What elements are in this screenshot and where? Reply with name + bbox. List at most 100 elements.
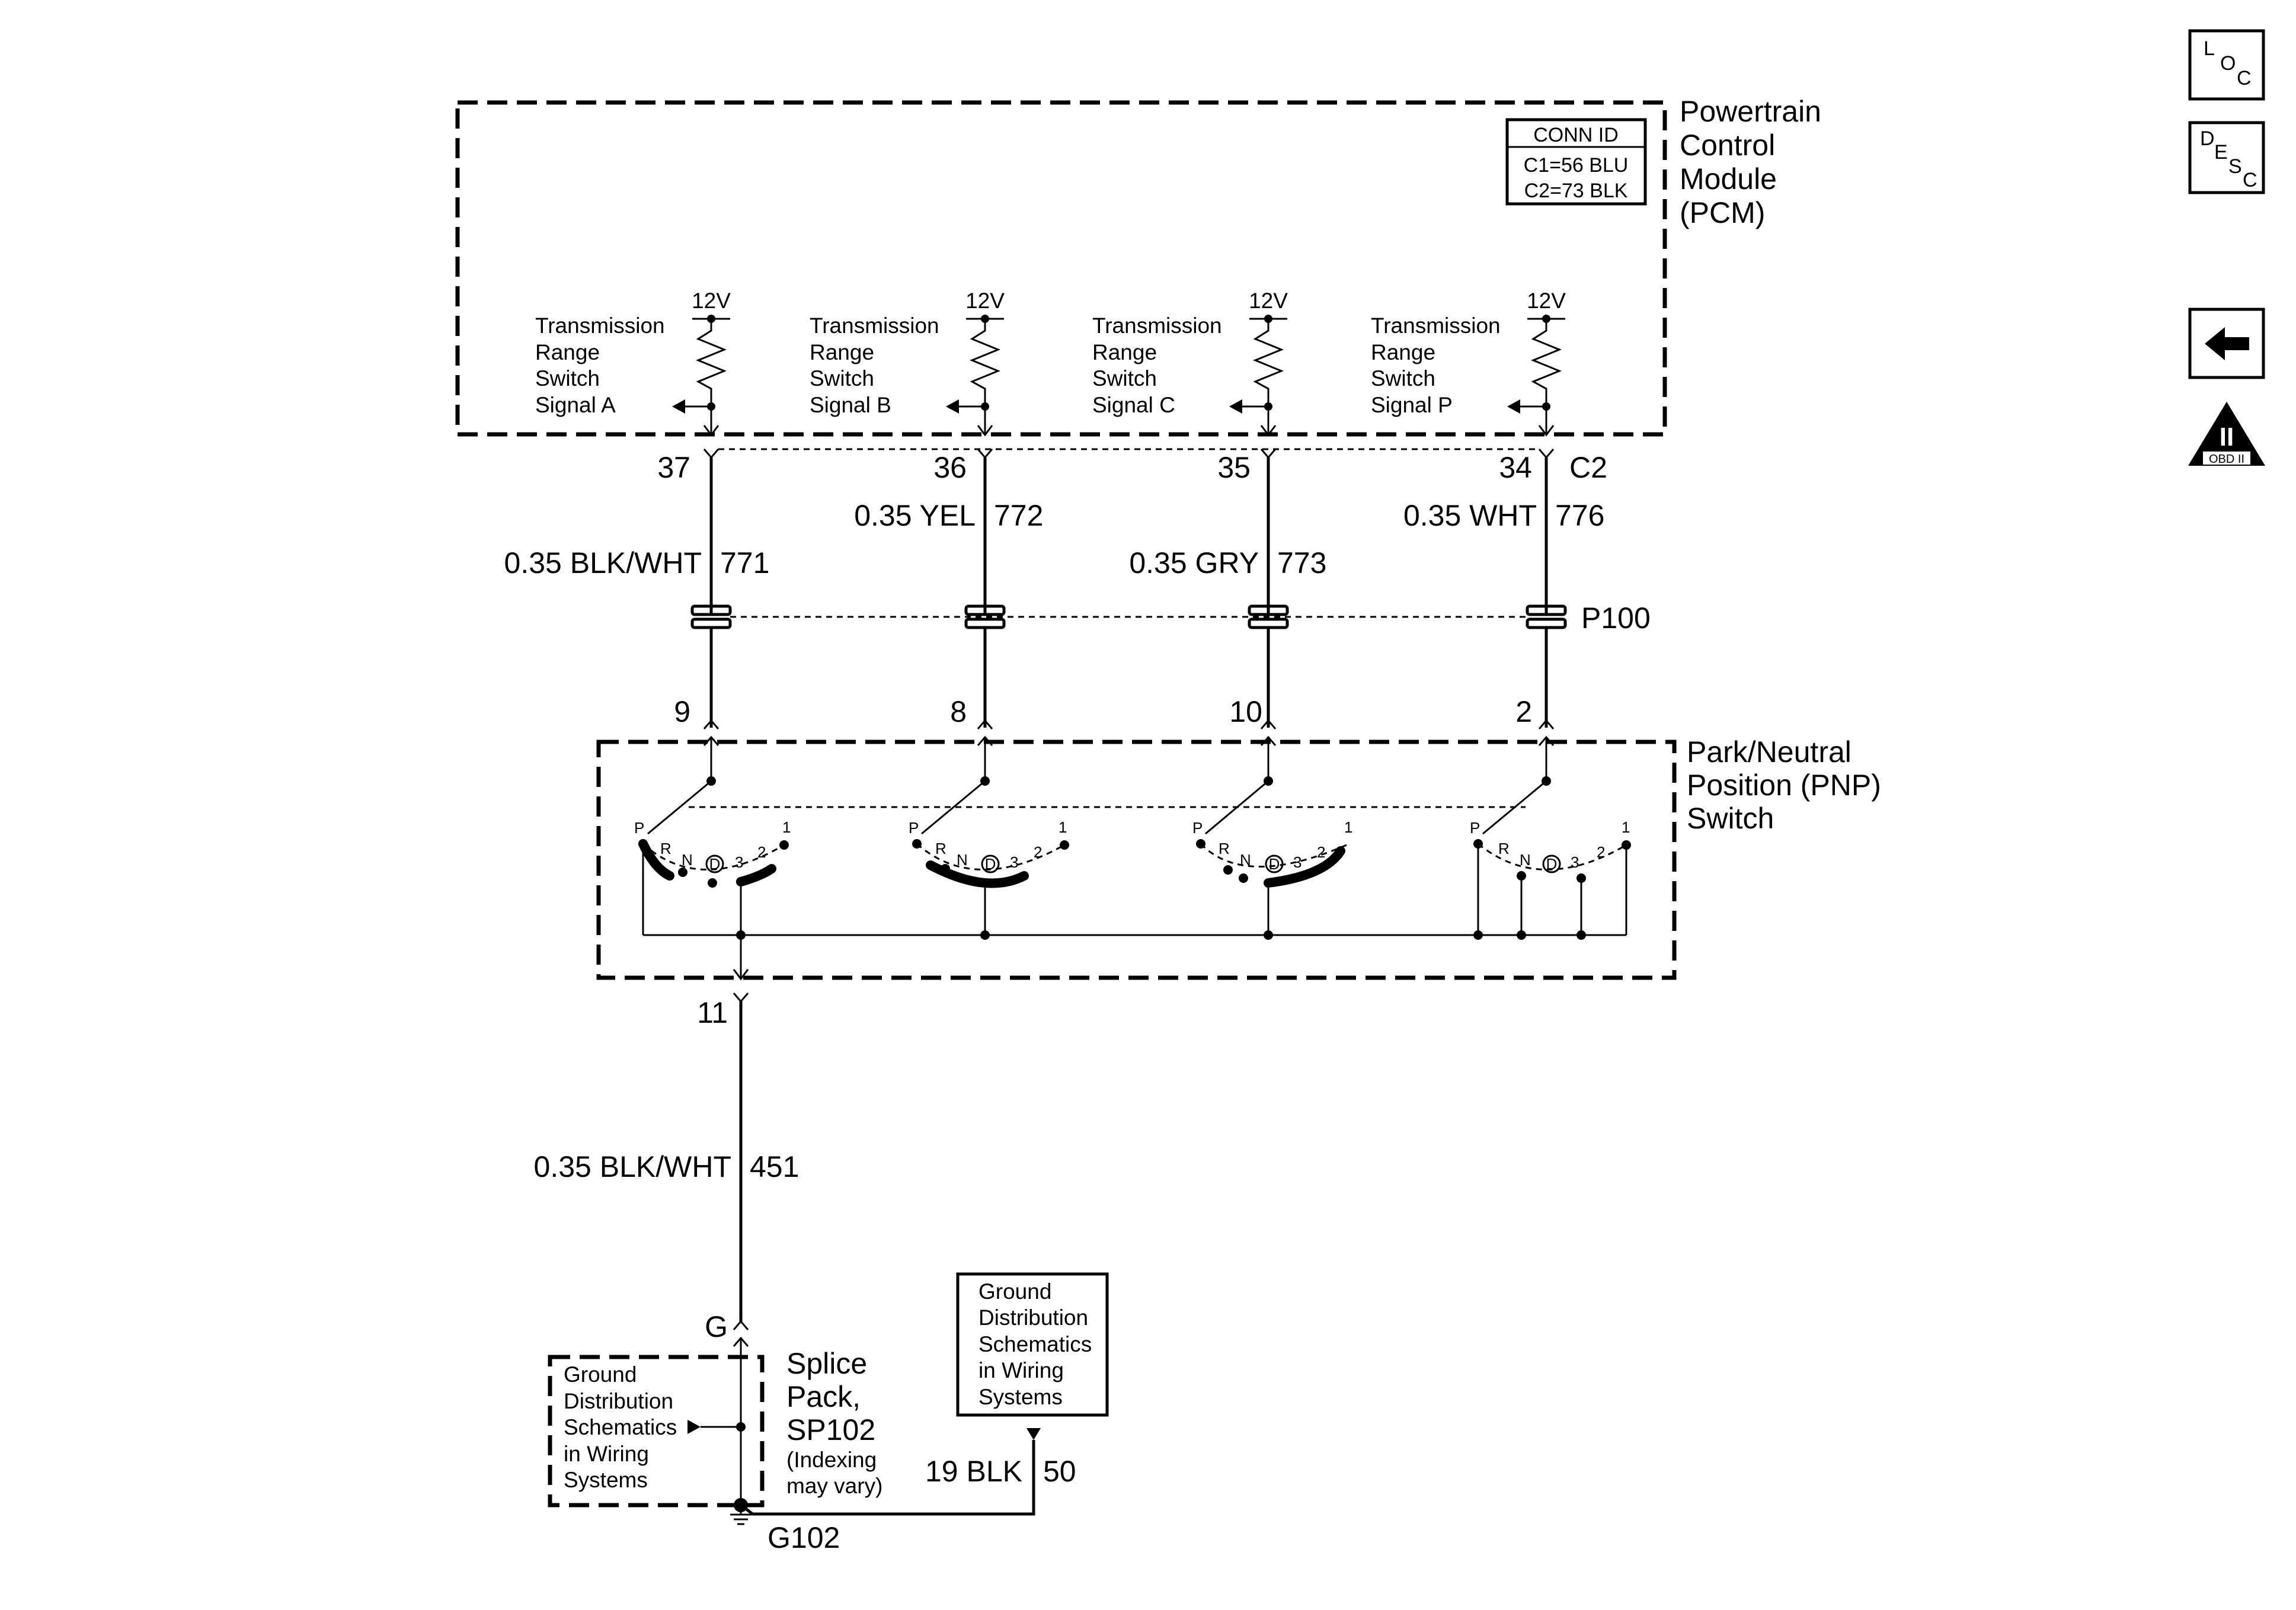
svg-text:P: P bbox=[1470, 819, 1480, 837]
svg-text:2: 2 bbox=[1317, 843, 1325, 861]
switch-c: P R N D 3 2 1 bbox=[1192, 776, 1352, 935]
svg-text:1: 1 bbox=[1059, 818, 1067, 836]
svg-text:3: 3 bbox=[1571, 853, 1579, 871]
signal-c-circuit: Transmission Range Switch Signal C 12V 3… bbox=[1092, 289, 1326, 781]
pnp-pin-9: 9 bbox=[674, 695, 690, 728]
signal-a-circuit: Transmission Range Switch Signal A 12V 3… bbox=[504, 289, 769, 781]
voltage-label: 12V bbox=[1527, 289, 1566, 313]
splice-pack-name: Splice Pack, SP102 bbox=[786, 1347, 875, 1446]
svg-text:C: C bbox=[2243, 169, 2257, 191]
splice-pack-box bbox=[548, 1355, 765, 1507]
svg-text:P: P bbox=[634, 819, 644, 837]
svg-text:R: R bbox=[935, 840, 946, 857]
signal-b-label: Transmission Range Switch Signal B bbox=[810, 313, 945, 417]
signal-p-circuit: Transmission Range Switch Signal P 12V 3… bbox=[1371, 289, 1607, 781]
pnp-pin-11: 11 bbox=[697, 996, 728, 1029]
pcm-pin-34: 34 bbox=[1499, 451, 1532, 484]
svg-text:R: R bbox=[660, 840, 671, 857]
svg-text:1: 1 bbox=[1344, 818, 1352, 836]
svg-text:L: L bbox=[2204, 37, 2215, 60]
voltage-label: 12V bbox=[1249, 289, 1288, 313]
svg-text:II: II bbox=[2220, 422, 2234, 452]
conn-id-line: C1=56 BLU bbox=[1524, 154, 1629, 177]
circuit-number-a: 771 bbox=[720, 546, 769, 580]
ref-box-right-text: Ground Distribution Schematics in Wiring… bbox=[978, 1279, 1098, 1409]
ref-arrow-icon bbox=[687, 1420, 701, 1434]
svg-text:2: 2 bbox=[1034, 843, 1042, 861]
wire-color-50: 19 BLK bbox=[925, 1455, 1022, 1488]
svg-text:3: 3 bbox=[1010, 853, 1018, 871]
svg-text:D: D bbox=[1269, 855, 1280, 873]
svg-text:N: N bbox=[957, 851, 968, 869]
pcm-pin-37: 37 bbox=[657, 451, 690, 484]
signal-c-label: Transmission Range Switch Signal C bbox=[1092, 313, 1228, 417]
svg-text:N: N bbox=[1240, 851, 1251, 869]
voltage-label: 12V bbox=[965, 289, 1005, 313]
pnp-switch-box bbox=[596, 740, 1677, 980]
ref-box-left[interactable]: Ground Distribution Schematics in Wiring… bbox=[564, 1362, 683, 1492]
svg-text:P: P bbox=[1192, 819, 1203, 837]
pnp-name: Park/Neutral Position (PNP) Switch bbox=[1687, 735, 1889, 835]
loc-icon[interactable]: L O C bbox=[2188, 29, 2265, 101]
pnp-pin-10: 10 bbox=[1229, 695, 1262, 728]
svg-text:OBD II: OBD II bbox=[2209, 453, 2244, 466]
svg-text:E: E bbox=[2214, 141, 2228, 164]
ref-box-right[interactable] bbox=[956, 1272, 1109, 1417]
signal-a-label: Transmission Range Switch Signal A bbox=[535, 313, 671, 417]
pcm-name: Powertrain Control Module (PCM) bbox=[1680, 95, 1830, 229]
svg-text:2: 2 bbox=[1597, 843, 1605, 861]
conn-id-header: CONN ID bbox=[1533, 124, 1619, 146]
svg-text:N: N bbox=[682, 851, 693, 869]
switch-a: P R N D 3 2 1 bbox=[634, 776, 791, 935]
svg-text:R: R bbox=[1498, 840, 1510, 857]
ground-g102: G102 bbox=[730, 1498, 840, 1554]
svg-text:D: D bbox=[985, 855, 996, 873]
g102-label: G102 bbox=[768, 1521, 840, 1554]
ref-arrow-icon bbox=[1027, 1428, 1041, 1440]
desc-icon[interactable]: D E S C bbox=[2188, 121, 2265, 194]
switch-p: P R N D 3 2 1 bbox=[1470, 776, 1631, 935]
svg-text:S: S bbox=[2228, 155, 2242, 178]
circuit-number-p: 776 bbox=[1555, 499, 1604, 532]
conn-id-box: CONN ID C1=56 BLU C2=73 BLK bbox=[1505, 118, 1647, 206]
svg-text:P: P bbox=[909, 819, 919, 837]
ground-circuit-451: 11 0.35 BLK/WHT 451 G bbox=[534, 993, 799, 1505]
svg-text:2: 2 bbox=[757, 843, 766, 861]
signal-p-label: Transmission Range Switch Signal P bbox=[1371, 313, 1507, 417]
svg-text:D: D bbox=[2200, 127, 2215, 150]
svg-text:D: D bbox=[709, 855, 721, 873]
obd-ii-icon[interactable]: II OBD II bbox=[2188, 402, 2265, 466]
signal-b-circuit: Transmission Range Switch Signal B 12V 3… bbox=[810, 289, 1043, 781]
voltage-label: 12V bbox=[692, 289, 731, 313]
back-arrow-icon[interactable] bbox=[2188, 308, 2265, 379]
svg-text:1: 1 bbox=[782, 818, 791, 836]
pcm-box bbox=[455, 100, 1667, 437]
circuit-number-c: 773 bbox=[1277, 546, 1326, 580]
pnp-pin-8: 8 bbox=[950, 695, 967, 728]
svg-text:3: 3 bbox=[1293, 853, 1302, 871]
pcm-pin-35: 35 bbox=[1217, 451, 1251, 484]
svg-text:3: 3 bbox=[735, 853, 743, 871]
pcm-pin-36: 36 bbox=[933, 451, 967, 484]
splice-pin-g: G bbox=[705, 1310, 728, 1343]
circuit-number-50: 50 bbox=[1043, 1455, 1076, 1488]
splice-pack-note: (Indexing may vary) bbox=[786, 1448, 883, 1498]
circuit-number-451: 451 bbox=[750, 1150, 799, 1183]
circuit-number-b: 772 bbox=[994, 499, 1043, 532]
wire-color-c: 0.35 GRY bbox=[1129, 546, 1259, 580]
svg-text:1: 1 bbox=[1622, 818, 1630, 836]
wire-color-b: 0.35 YEL bbox=[854, 499, 976, 532]
svg-text:O: O bbox=[2220, 52, 2236, 75]
conn-id-line: C2=73 BLK bbox=[1524, 180, 1628, 202]
pcm-connector-c2: C2 bbox=[1569, 451, 1607, 484]
svg-text:C: C bbox=[2237, 67, 2252, 89]
svg-text:N: N bbox=[1520, 851, 1531, 869]
switch-b: P R N D 3 2 1 bbox=[909, 776, 1069, 935]
inline-connector-p100: P100 bbox=[1581, 601, 1651, 635]
wire-color-a: 0.35 BLK/WHT bbox=[504, 546, 702, 580]
svg-text:D: D bbox=[1546, 855, 1558, 873]
wire-color-p: 0.35 WHT bbox=[1403, 499, 1537, 532]
svg-text:R: R bbox=[1219, 840, 1230, 857]
wire-color-451: 0.35 BLK/WHT bbox=[534, 1150, 731, 1183]
